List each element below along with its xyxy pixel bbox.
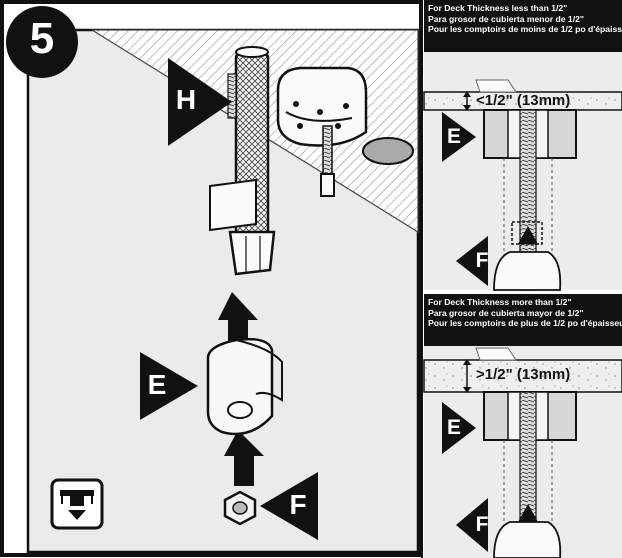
label-e: E [142,371,172,399]
thin-deck-header: For Deck Thickness less than 1/2" Para g… [424,0,622,52]
thin-deck-label-e: E [442,126,466,147]
faucet-underside-icon [52,480,102,528]
thick-deck-line-fr: Pour les comptoirs de plus de 1/2 po d'é… [428,318,622,329]
thin-deck-line-en: For Deck Thickness less than 1/2" [428,3,622,14]
thick-deck-label-e: E [442,417,466,438]
label-h: H [171,86,201,114]
thin-deck-panel [424,52,622,290]
thin-deck-measurement: <1/2" (13mm) [476,92,570,109]
thick-deck-measurement: >1/2" (13mm) [476,366,570,383]
thin-deck-label-f: F [470,250,494,271]
thick-deck-header: For Deck Thickness more than 1/2" Para g… [424,294,622,346]
label-f: F [283,491,313,519]
step-number: 5 [16,17,68,61]
thick-deck-line-es: Para grosor de cubierta mayor de 1/2" [428,308,622,319]
thin-deck-line-es: Para grosor de cubierta menor de 1/2" [428,14,622,25]
thick-deck-label-f: F [470,514,494,535]
thick-deck-line-en: For Deck Thickness more than 1/2" [428,297,622,308]
thin-deck-line-fr: Pour les comptoirs de moins de 1/2 po d'… [428,24,622,35]
step-number-badge: 5 [4,4,90,90]
hex-nut [225,492,255,524]
